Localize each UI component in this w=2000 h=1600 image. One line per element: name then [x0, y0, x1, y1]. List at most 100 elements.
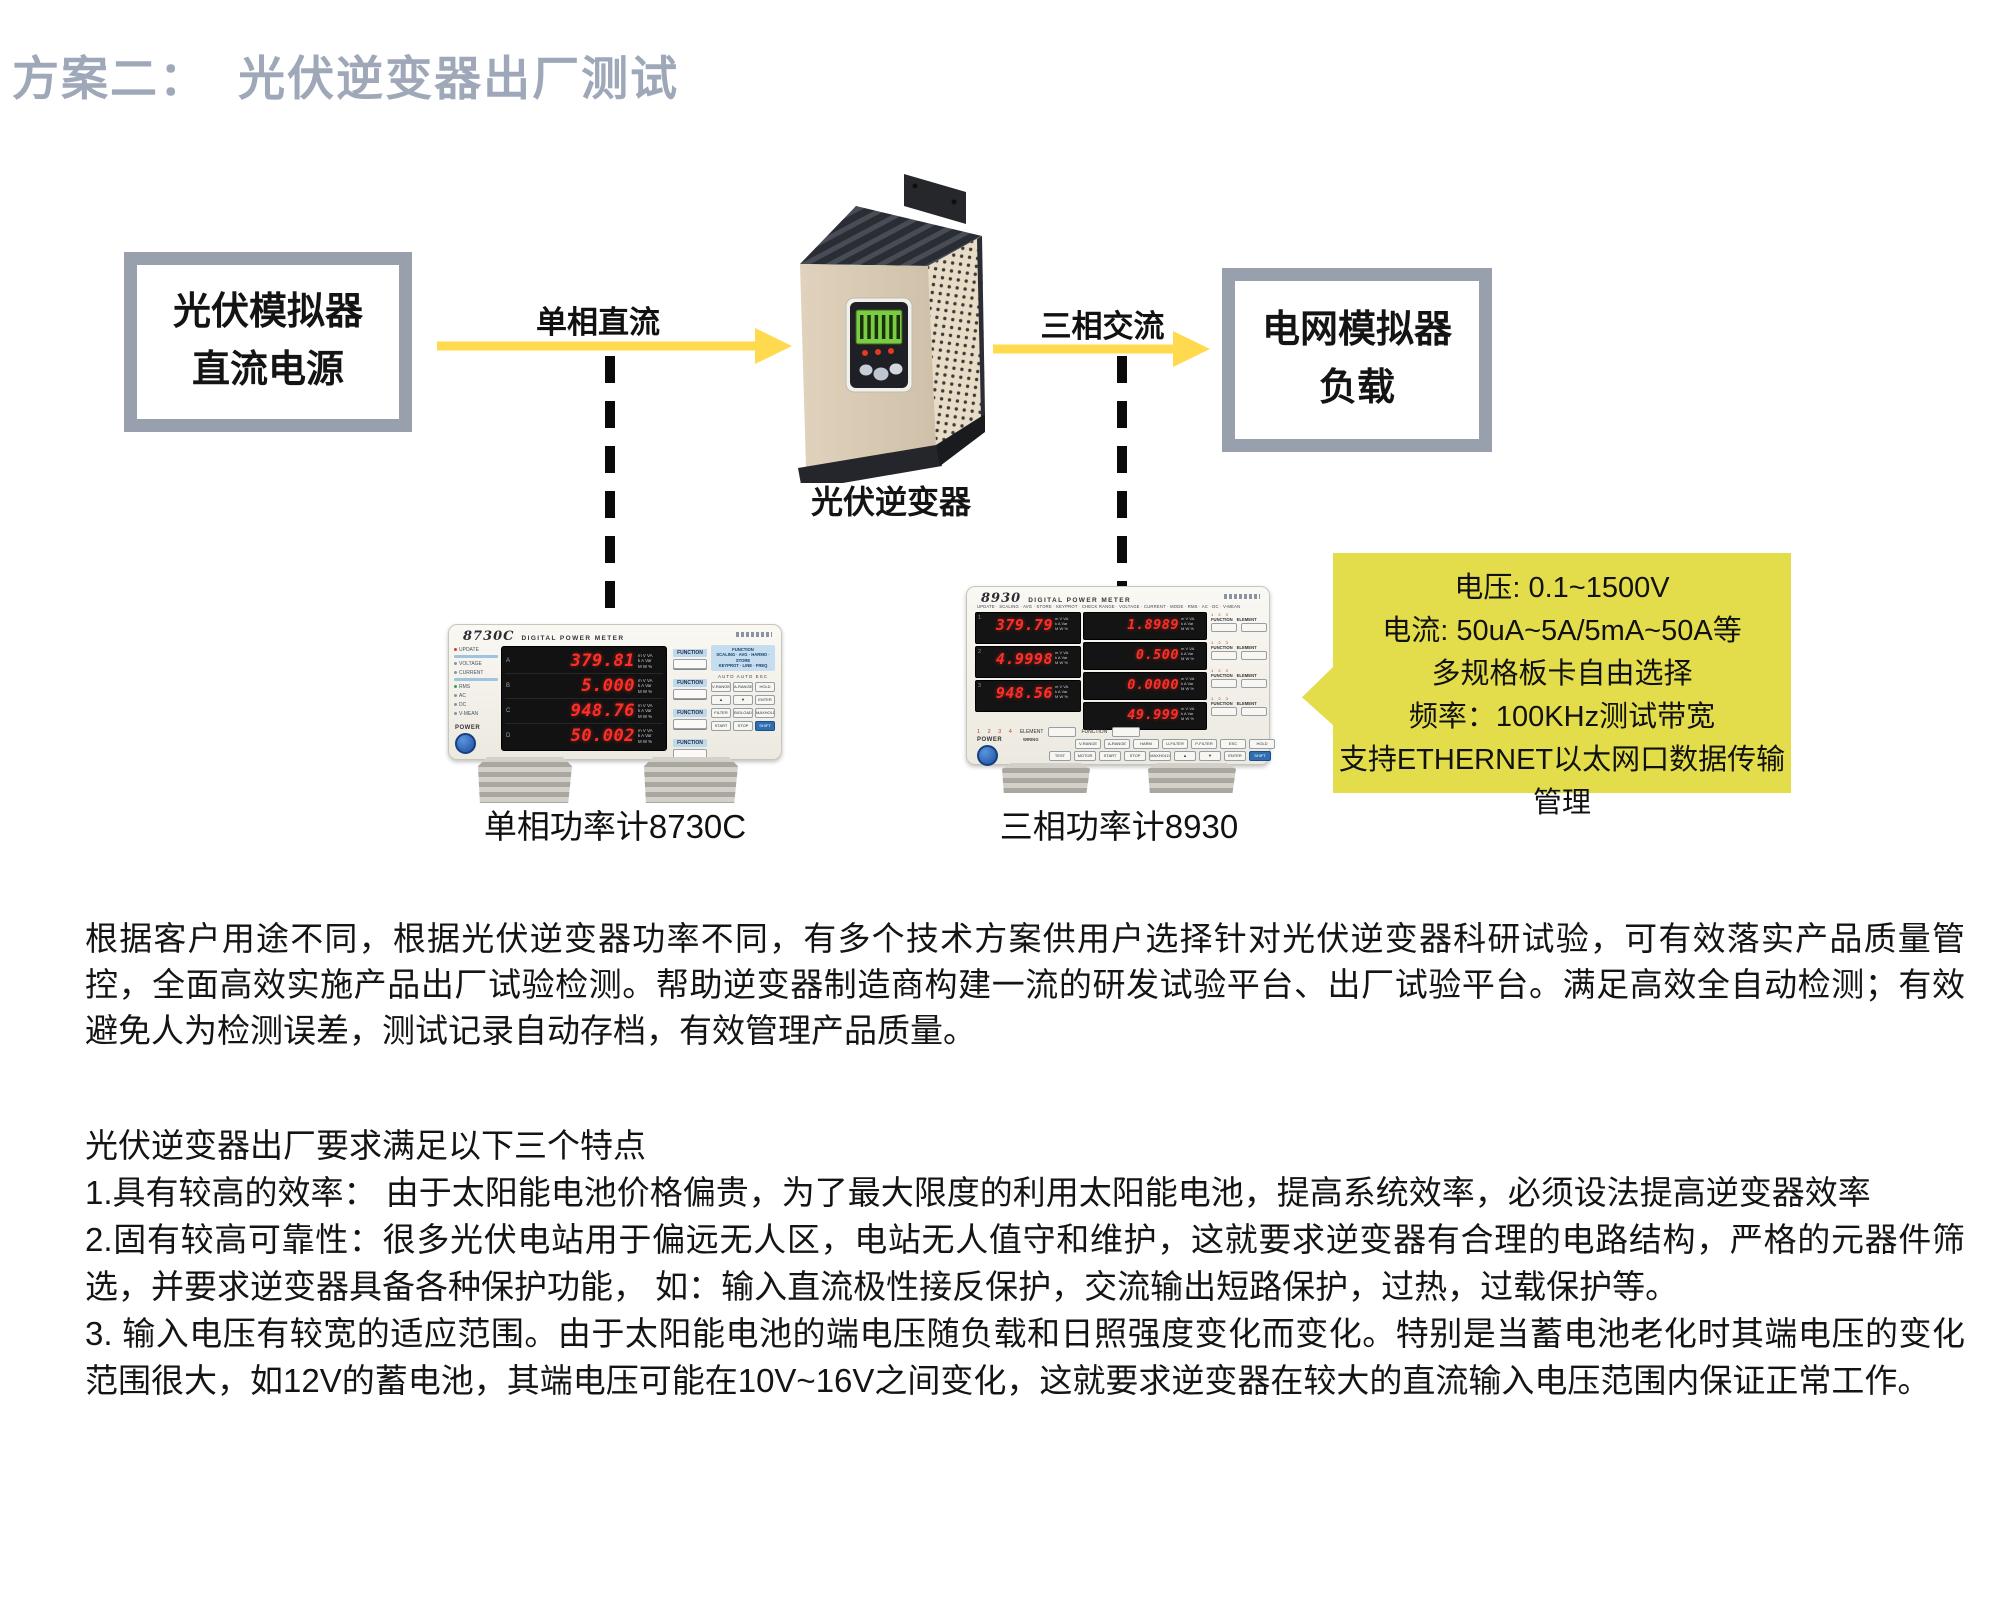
meter-display: A 379.81 m V VA k A Var M W % B 5.000 m …: [501, 646, 667, 751]
bracket-hole-icon: [912, 183, 918, 189]
panel-button: HOLD: [1249, 739, 1275, 749]
strip-header: FUNCTION: [732, 647, 754, 652]
panel-button: V-RANGE: [1075, 739, 1101, 749]
channel-value: 948.56: [995, 684, 1053, 702]
bracket-hole-icon: [951, 199, 957, 205]
display-cell: 0.0000 m V VA k A Var M W %: [1083, 672, 1207, 700]
function-button: [673, 689, 707, 699]
channel-value: 50.002: [570, 726, 635, 746]
feature-item-1: 1.具有较高的效率： 由于太阳能电池价格偏贵，为了最大限度的利用太阳能电池，提高…: [85, 1174, 1871, 1211]
lcd-bars: [860, 315, 900, 339]
key-panel: FUNCTION SCALING · AVG · HARMO · STORE K…: [711, 645, 775, 731]
shift-button: SHIFT: [755, 720, 775, 731]
meter-foot: [478, 757, 572, 803]
channel-value: 49.999: [1127, 707, 1179, 723]
unit-letters: m V VA k A Var M W %: [1181, 646, 1195, 661]
channel-label: B: [506, 683, 511, 689]
unit-letters: m V VA k A Var M W %: [1055, 616, 1069, 631]
unit-letters: m V VA k A Var M W %: [638, 727, 653, 744]
element-button: [1241, 679, 1267, 688]
power-control: POWER: [977, 737, 1002, 766]
panel-button: A-RANGE: [733, 681, 753, 692]
button-row-1: V-RANGE A-RANGE HARM U-FILTER P-FILTER E…: [1075, 739, 1275, 749]
function-button: [1211, 679, 1237, 688]
pv-inverter-image: [798, 174, 985, 483]
grid-simulator-line2: 负载: [1318, 367, 1395, 409]
unit-letters: m V VA k A Var M W %: [638, 677, 653, 694]
channel-label: D: [506, 733, 511, 739]
meter-display: 1 379.79 m V VA k A Var M W % 2 4.9998 m…: [975, 612, 1207, 730]
mode-strip: [454, 678, 498, 681]
function-label: FUNCTION: [1211, 673, 1233, 678]
function-label: FUNCTION: [673, 709, 707, 717]
meter-foot: [1002, 763, 1090, 793]
down-arrow-button: ▼: [733, 694, 753, 705]
element-indicators: 1 2 3: [1211, 612, 1230, 617]
display-cell: 0.500 m V VA k A Var M W %: [1083, 642, 1207, 670]
power-button: [455, 733, 476, 754]
strip-row: KEYPROT · LINE · FREQ: [718, 663, 768, 669]
up-arrow-button: ▲: [1174, 751, 1196, 761]
dc-flow-label: 单相直流: [536, 305, 660, 340]
indicator-label: DC: [459, 701, 467, 708]
meter-model: 8930: [981, 591, 1022, 606]
button-row-2: TEST MOTOR START STOP MAXHOLD ▲ ▼ ENTER …: [1049, 751, 1271, 761]
display-row: A 379.81 m V VA k A Var M W %: [505, 649, 663, 674]
strip-row: SCALING · AVG · HARMO · STORE: [716, 652, 770, 663]
panel-button: ENTER: [755, 694, 775, 705]
channel-label: C: [506, 708, 511, 714]
function-button: [1112, 727, 1141, 737]
display-cell: 3 948.56 m V VA k A Var M W %: [975, 680, 1081, 712]
panel-button-icon: [889, 363, 903, 375]
indicator-label: VOLTAGE: [459, 660, 482, 667]
display-row: C 948.76 m V VA k A Var M W %: [505, 699, 663, 724]
panel-button-icon: [859, 364, 873, 376]
panel-button: START: [711, 720, 731, 731]
element-label: ELEMENT: [1236, 701, 1257, 706]
element-button: [1048, 727, 1077, 737]
unit-letters: m V VA k A Var M W %: [1055, 684, 1069, 699]
pv-simulator-line1: 光伏模拟器: [172, 291, 363, 334]
panel-button: ENTER: [1224, 751, 1246, 761]
unit-letters: m V VA k A Var M W %: [638, 702, 653, 719]
panel-button: STOP: [1124, 751, 1146, 761]
auto-row: AUTO AUTO ESC: [717, 673, 769, 679]
display-cell: 1 379.79 m V VA k A Var M W %: [975, 612, 1081, 644]
indicator-label: AC: [459, 692, 466, 699]
indicator-label: V-MEAN: [459, 710, 479, 717]
display-column-left: 1 379.79 m V VA k A Var M W % 2 4.9998 m…: [975, 612, 1081, 712]
down-arrow-button: ▼: [1199, 751, 1221, 761]
intro-paragraph: 根据客户用途不同，根据光伏逆变器功率不同，有多个技术方案供用户选择针对光伏逆变器…: [85, 920, 1965, 1049]
display-cell: 49.999 m V VA k A Var M W %: [1083, 702, 1207, 730]
brand-logo: [736, 632, 772, 637]
brand-logo: [1224, 594, 1260, 599]
channel-value: 5.000: [581, 676, 635, 696]
features-block: 光伏逆变器出厂要求满足以下三个特点 1.具有较高的效率： 由于太阳能电池价格偏贵…: [85, 1122, 1965, 1404]
element-indicators: 1 2 3: [1211, 640, 1230, 645]
spec-line-current: 电流: 50uA~5A/5mA~50A等: [1382, 615, 1742, 647]
meter-body: 8930 DIGITAL POWER METER UPDATE · SCALIN…: [966, 586, 1275, 766]
indicator-labels: UPDATE VOLTAGE CURRENT RMS AC DC V-MEAN: [454, 645, 498, 718]
element-button: [1241, 707, 1267, 716]
panel-button: ESC: [1220, 739, 1246, 749]
panel-button-icon: [873, 367, 889, 381]
unit-letters: m V VA k A Var M W %: [1181, 676, 1195, 691]
channel-label: 1: [978, 615, 982, 621]
panel-button: START: [1099, 751, 1121, 761]
channel-value: 948.76: [570, 701, 635, 721]
element-indicators: 1 2 3: [1211, 696, 1230, 701]
meter-model: 8730C: [463, 629, 515, 644]
indicator-label: UPDATE: [459, 646, 479, 653]
panel-button: STOP: [733, 720, 753, 731]
channel-label: A: [506, 658, 511, 664]
element-button: [1241, 623, 1267, 632]
panel-button: BIGLOAD: [733, 707, 753, 718]
ac-flow-label: 三相交流: [1040, 309, 1165, 344]
grid-simulator-line1: 电网模拟器: [1261, 309, 1452, 352]
channel-value: 379.79: [995, 616, 1053, 634]
meter-nameplate: DIGITAL POWER METER: [521, 635, 625, 642]
channel-label: 2: [978, 649, 982, 655]
